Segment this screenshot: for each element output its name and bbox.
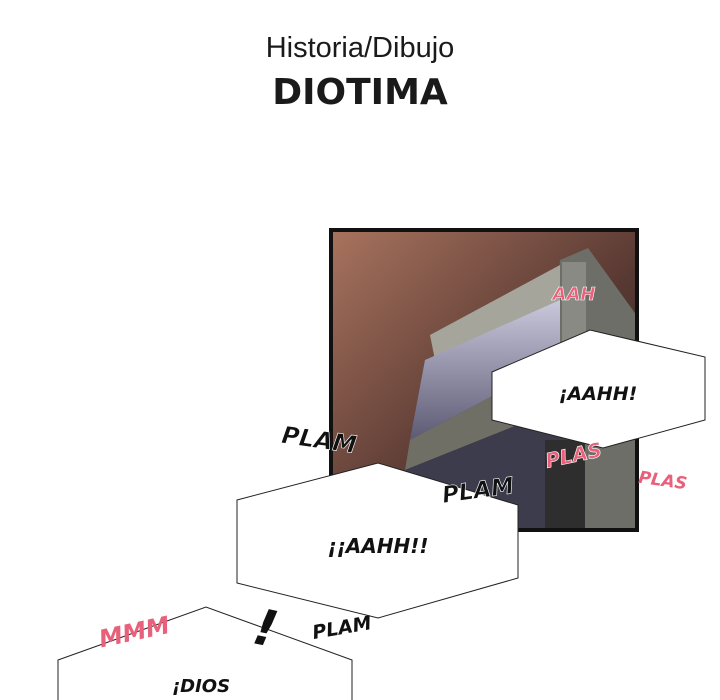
speech-bubble-3 <box>57 606 353 700</box>
credit-role: Historia/Dibujo <box>265 32 455 64</box>
bubble-text-3: ¡DIOS <box>172 676 230 697</box>
speech-bubble-1 <box>491 329 706 449</box>
sfx-plam-3: PLAM <box>311 612 374 644</box>
sfx-aah: AAH <box>551 284 596 305</box>
sfx-plas-2: PLAS <box>637 468 688 495</box>
speech-bubble-2 <box>236 462 519 619</box>
bubble-text-2: ¡¡AAHH!! <box>328 534 429 558</box>
credit-author: DIOTIMA <box>272 72 448 113</box>
bubble-text-1: ¡AAHH! <box>559 383 638 405</box>
